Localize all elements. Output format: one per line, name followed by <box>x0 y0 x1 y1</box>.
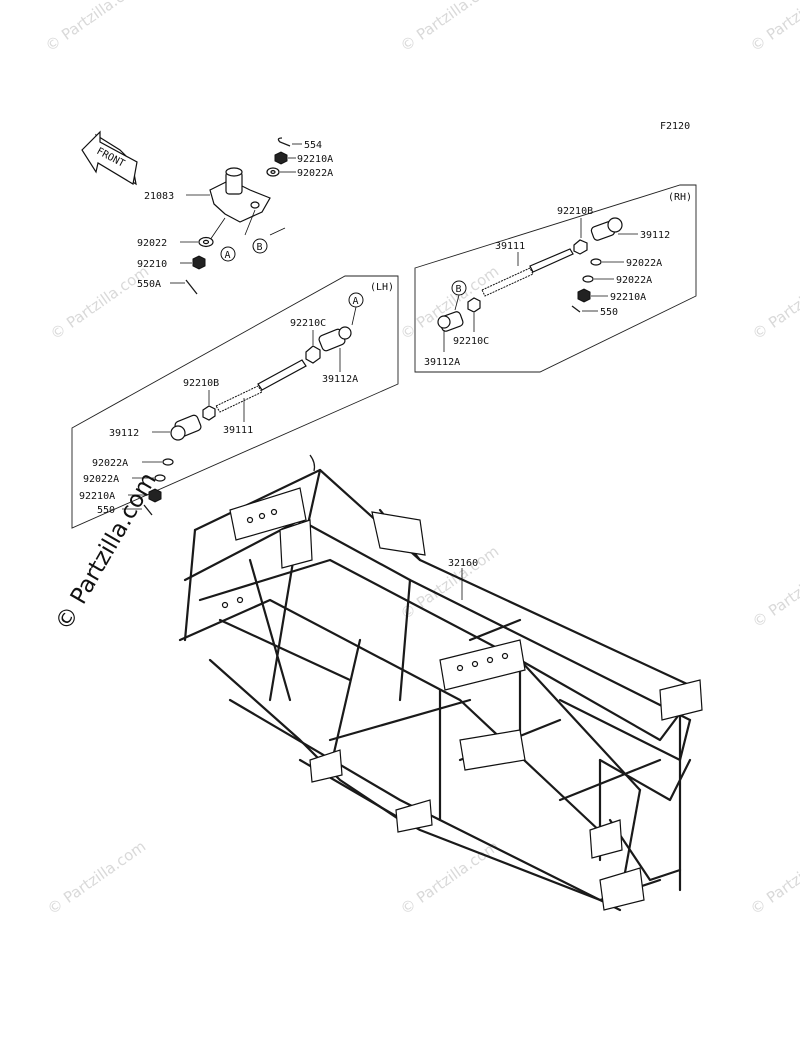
lh-panel-title: (LH) <box>370 282 394 293</box>
label-92210: 92210 <box>137 259 167 270</box>
watermark: © Partzilla.com <box>44 837 149 918</box>
label-550A: 550A <box>137 279 161 290</box>
watermark: © Partzilla.com <box>397 837 502 918</box>
label-92022A-top: 92022A <box>297 168 333 179</box>
label-lh-92022A-1: 92022A <box>92 458 128 469</box>
label-rh-92210A: 92210A <box>610 292 646 303</box>
watermark: © Partzilla.com <box>749 550 800 631</box>
watermark: © Partzilla.com <box>397 0 502 55</box>
label-lh-92022A-2: 92022A <box>83 474 119 485</box>
watermark: © Partzilla.com <box>747 837 800 918</box>
figure-code: F2120 <box>660 121 690 132</box>
label-lh-550: 550 <box>97 505 115 516</box>
label-lh-92210A: 92210A <box>79 491 115 502</box>
label-21083: 21083 <box>144 191 174 202</box>
label-lh-39112: 39112 <box>109 428 139 439</box>
label-rh-92022A-1: 92022A <box>626 258 662 269</box>
watermark: © Partzilla.com <box>47 262 152 343</box>
label-32160: 32160 <box>448 558 478 569</box>
label-rh-92022A-2: 92022A <box>616 275 652 286</box>
steering-arm-group: 554 92210A 92022A 21083 92022 92210 550A <box>137 137 333 295</box>
label-rh-550: 550 <box>600 307 618 318</box>
label-lh-39111: 39111 <box>223 425 253 436</box>
watermark: © Partzilla.com <box>749 262 800 343</box>
callout-b-rh: B <box>456 284 462 295</box>
rh-tie-rod-panel: (RH) 92210B 39112 39111 92022A 92022A 92… <box>414 184 697 373</box>
watermarks: © Partzilla.com © Partzilla.com © Partzi… <box>42 0 800 918</box>
watermark: © Partzilla.com <box>747 0 800 55</box>
label-rh-39112A: 39112A <box>424 357 460 368</box>
label-92210A-top: 92210A <box>297 154 333 165</box>
callout-a: A <box>225 250 231 261</box>
rh-panel-title: (RH) <box>668 192 692 203</box>
label-554: 554 <box>304 140 322 151</box>
label-lh-92210C: 92210C <box>290 318 326 329</box>
callout-b: B <box>257 242 263 253</box>
front-arrow: FRONT <box>81 130 138 186</box>
label-rh-92210B: 92210B <box>557 206 593 217</box>
callout-a-lh: A <box>353 296 359 307</box>
label-rh-39112: 39112 <box>640 230 670 241</box>
watermark: © Partzilla.com <box>42 0 147 55</box>
frame-assembly: 32160 <box>178 454 703 912</box>
label-rh-39111: 39111 <box>495 241 525 252</box>
label-92022: 92022 <box>137 238 167 249</box>
label-lh-39112A: 39112A <box>322 374 358 385</box>
watermark: © Partzilla.com <box>397 262 502 343</box>
label-rh-92210C: 92210C <box>453 336 489 347</box>
label-lh-92210B: 92210B <box>183 378 219 389</box>
lh-tie-rod-panel: (LH) A 39112A 92210C 39111 92210B 39112 … <box>71 275 399 529</box>
